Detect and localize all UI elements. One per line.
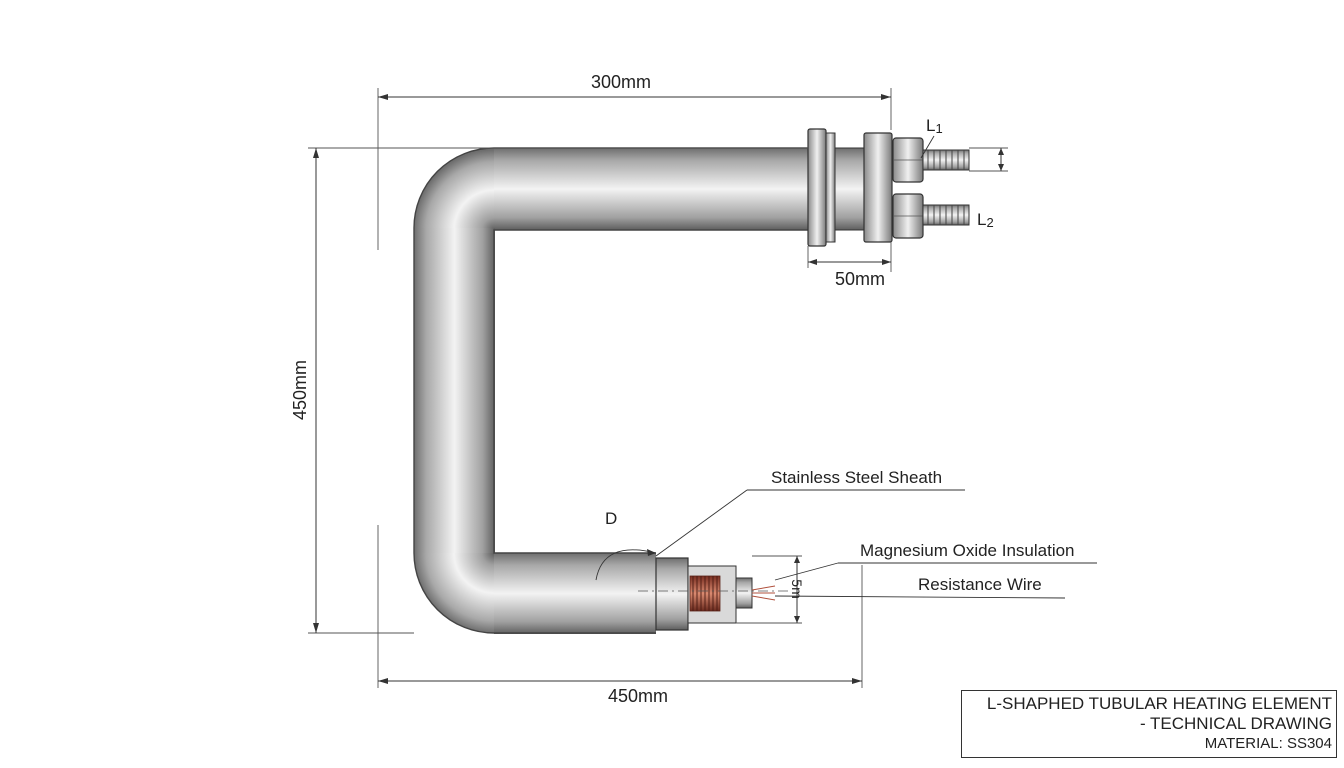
- insulation-callout: Magnesium Oxide Insulation: [860, 541, 1075, 560]
- tube-top-bend-fill: [414, 148, 494, 230]
- dim-flange-spacing-label: 50mm: [835, 269, 885, 289]
- threads-l1: [927, 150, 965, 170]
- sheath-callout: Stainless Steel Sheath: [771, 468, 942, 487]
- diameter-label: D: [605, 509, 617, 528]
- dim-wire-offset-label: 5m: [789, 579, 805, 598]
- dim-top-width-label: 300mm: [591, 72, 651, 92]
- terminal-block: [863, 132, 893, 243]
- cutaway-section: [638, 557, 790, 631]
- dimension-lines: [308, 88, 1008, 688]
- title-line-2: - TECHNICAL DRAWING: [1139, 714, 1332, 733]
- tube-vertical-section: [414, 228, 495, 555]
- terminal-l1-letter: L: [926, 116, 935, 135]
- wire-ends: [751, 585, 776, 601]
- threads-l2: [927, 205, 965, 225]
- coil-windings: [692, 576, 718, 611]
- dim-bottom-width-label: 450mm: [608, 686, 668, 706]
- title-block: L-SHAPHED TUBULAR HEATING ELEMENT - TECH…: [961, 690, 1337, 758]
- sheath-cut-face: [655, 557, 689, 631]
- heating-tube: [413, 147, 808, 634]
- terminal-l1-label: L1: [926, 116, 943, 136]
- terminal-pin-stub: [735, 577, 753, 609]
- tube-bottom-bend: [414, 553, 494, 633]
- tube-stub: [834, 147, 866, 231]
- title-line-1: L-SHAPHED TUBULAR HEATING ELEMENT: [986, 694, 1332, 713]
- mounting-flange-1: [807, 128, 827, 247]
- terminal-head: [807, 128, 970, 247]
- terminal-l2-label: L2: [977, 210, 994, 230]
- terminal-l1-subscript: 1: [935, 121, 942, 136]
- tube-top-section: [494, 148, 808, 230]
- terminal-l2-letter: L: [977, 210, 986, 229]
- callout-leaders: [655, 135, 1097, 599]
- tube-bottom-section: [494, 553, 656, 634]
- wire-callout: Resistance Wire: [918, 575, 1042, 594]
- dim-left-height-label: 450mm: [290, 360, 310, 420]
- title-line-3: MATERIAL: SS304: [1204, 735, 1332, 752]
- terminal-l2-subscript: 2: [986, 215, 993, 230]
- tube-outline: [413, 147, 808, 634]
- mounting-flange-2: [825, 132, 836, 243]
